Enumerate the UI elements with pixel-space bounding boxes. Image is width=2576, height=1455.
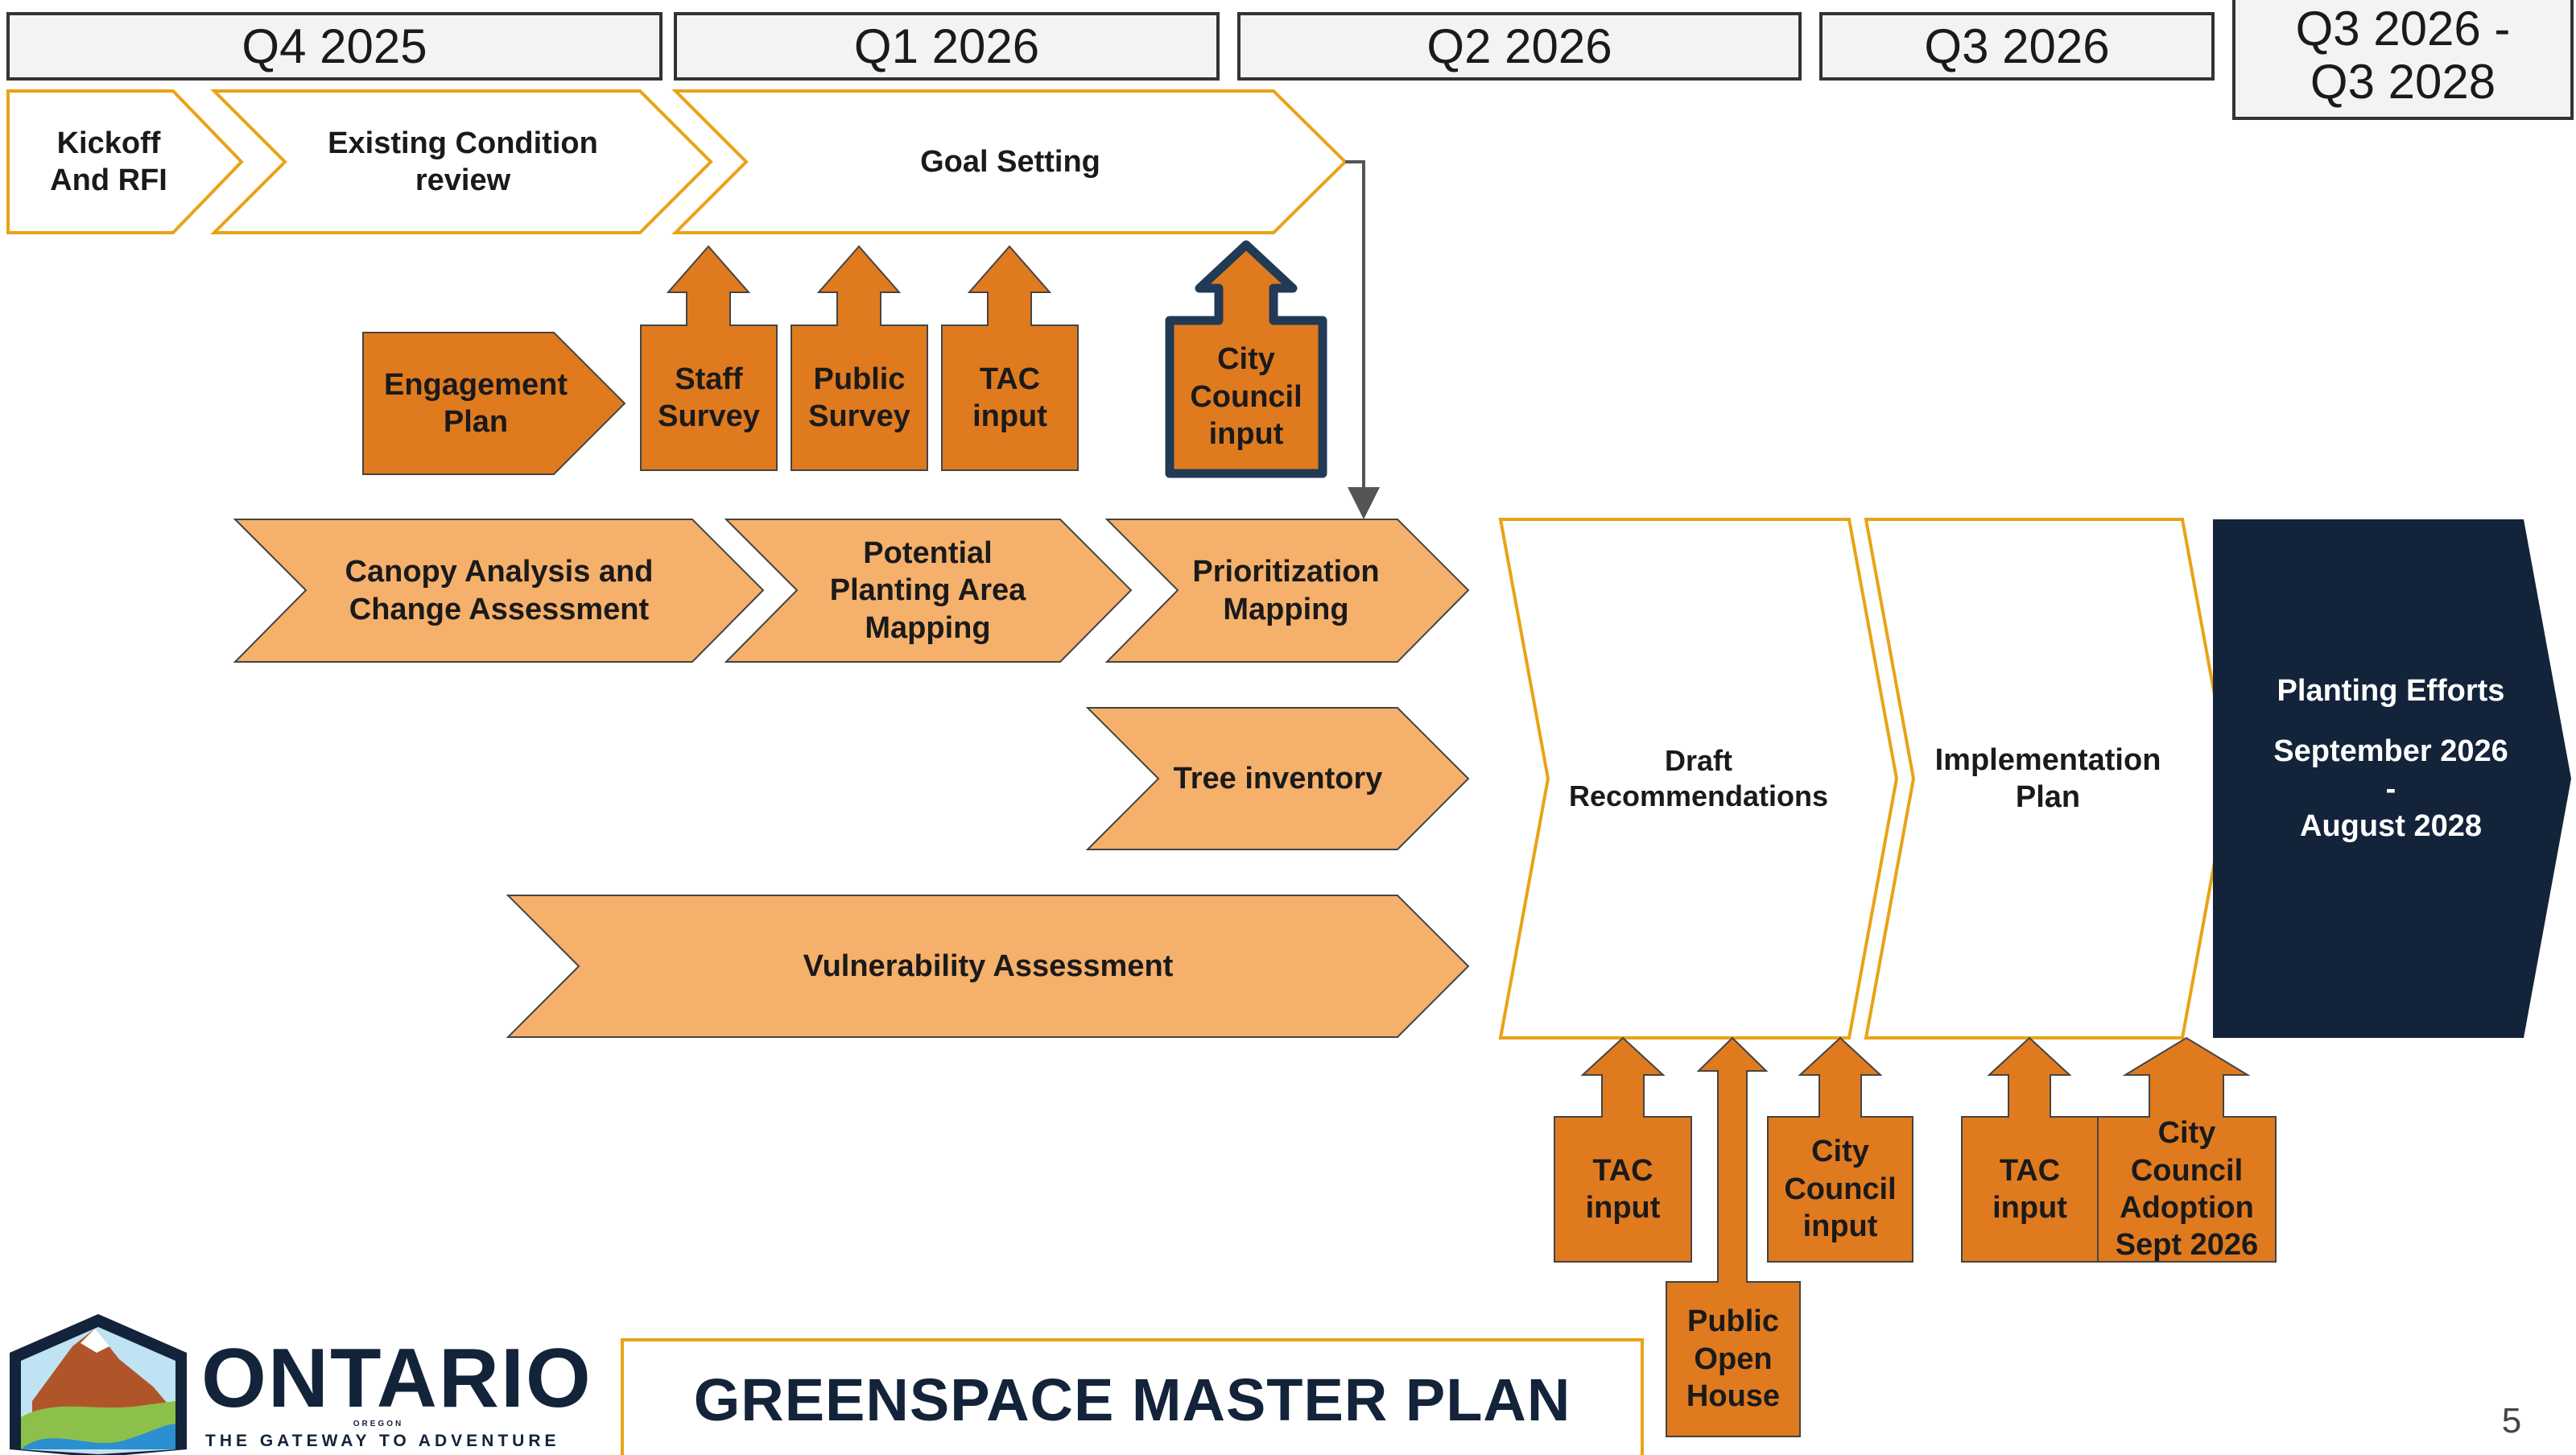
existing-condition-chevron — [210, 89, 713, 234]
city-council-input-bottom-label: City Council input — [1784, 1135, 1897, 1244]
tac-input-label: TAC input — [972, 362, 1047, 433]
quarter-box-q1-2026 — [674, 12, 1220, 81]
tac-input-arrow-box — [941, 245, 1079, 471]
quarter-label-q2-2026: Q2 2026 — [1426, 19, 1612, 73]
canopy-analysis-label: Canopy Analysis and Change Assessment — [345, 555, 654, 626]
quarter-box-q3-2026 — [1819, 12, 2215, 81]
goal-to-prioritization-connector — [1345, 160, 1380, 519]
quarter-label-q3-2026: Q3 2026 — [1924, 19, 2110, 73]
implementation-plan-chevron — [1864, 518, 2232, 1040]
public-open-house-label: Public Open House — [1686, 1304, 1781, 1414]
planting-area-label: Potential Planting Area Mapping — [829, 535, 1026, 645]
existing-condition-label: Existing Condition review — [328, 126, 598, 197]
planting-area-chevron — [724, 519, 1133, 663]
page-title: GREENSPACE MASTER PLAN — [693, 1366, 1571, 1433]
goal-setting-label: Goal Setting — [920, 144, 1100, 179]
draft-recommendations-label: Draft Recommendations — [1568, 744, 1829, 812]
logo-state: OREGON — [353, 1419, 404, 1428]
ontario-logo-badge — [10, 1314, 187, 1455]
planting-efforts-title: Planting Efforts — [2277, 673, 2505, 708]
tac-input-1-label: TAC input — [1585, 1153, 1661, 1225]
city-council-input-bottom-arrow-box — [1767, 1036, 1913, 1263]
engagement-plan-pentagon — [362, 332, 626, 475]
kickoff-label: Kickoff And RFI — [50, 126, 167, 197]
tac-input-2-label: TAC input — [1992, 1153, 2067, 1225]
canopy-analysis-chevron — [233, 519, 765, 663]
tree-inventory-label: Tree inventory — [1173, 761, 1383, 796]
quarter-label-q3-2026-q3-2028: Q3 2026 - Q3 2028 — [2295, 1, 2511, 109]
kickoff-chevron — [6, 89, 244, 234]
quarter-box-q2-2026 — [1237, 12, 1802, 81]
tree-inventory-chevron — [1085, 707, 1470, 850]
city-council-input-label: City Council input — [1190, 342, 1302, 452]
quarter-box-q4-2025 — [6, 12, 663, 81]
vulnerability-chevron — [506, 895, 1470, 1038]
title-box — [621, 1338, 1644, 1455]
quarter-label-q4-2025: Q4 2025 — [242, 19, 427, 73]
draft-recommendations-chevron — [1498, 518, 1899, 1040]
planting-efforts-chevron — [2213, 519, 2571, 1038]
prioritization-label: Prioritization Mapping — [1192, 555, 1380, 626]
staff-survey-label: Staff Survey — [658, 362, 760, 433]
implementation-plan-label: Implementation Plan — [1934, 742, 2161, 814]
council-adoption-arrow-box — [2097, 1036, 2277, 1263]
public-open-house-arrow-box — [1666, 1036, 1801, 1437]
city-council-input-arrow-box — [1165, 240, 1327, 478]
page-number: 5 — [2501, 1401, 2522, 1441]
council-adoption-label: City Council Adoption Sept 2026 — [2115, 1116, 2259, 1263]
quarter-box-q3-2026-q3-2028 — [2232, 0, 2574, 120]
planting-efforts-dates: September 2026 - August 2028 — [2273, 734, 2508, 844]
public-survey-arrow-box — [791, 245, 928, 471]
logo-tagline: THE GATEWAY TO ADVENTURE — [205, 1432, 560, 1451]
public-survey-label: Public Survey — [808, 362, 910, 433]
staff-survey-arrow-box — [640, 245, 778, 471]
vulnerability-label: Vulnerability Assessment — [803, 949, 1174, 983]
prioritization-chevron — [1104, 519, 1470, 663]
engagement-plan-label: Engagement Plan — [383, 367, 568, 439]
logo-wordmark: ONTARIO — [201, 1332, 592, 1426]
tac-input-2-arrow-box — [1961, 1036, 2099, 1263]
goal-setting-chevron — [671, 89, 1348, 234]
quarter-label-q1-2026: Q1 2026 — [853, 19, 1040, 73]
tac-input-1-arrow-box — [1554, 1036, 1692, 1263]
